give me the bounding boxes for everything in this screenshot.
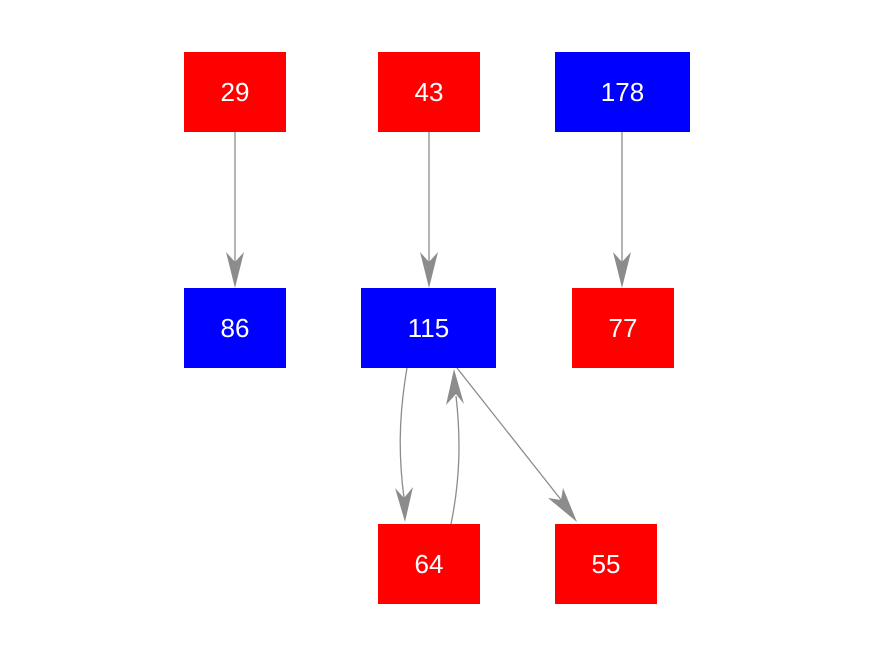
node-64-label: 64: [414, 548, 444, 579]
edge-178-to-77: [613, 132, 631, 288]
node-29: 29: [184, 52, 286, 132]
edge-29-to-86: [226, 132, 244, 288]
node-43: 43: [378, 52, 480, 132]
node-178: 178: [555, 52, 690, 132]
edge-115-to-55: [456, 367, 577, 522]
node-86-label: 86: [220, 312, 250, 343]
node-178-label: 178: [600, 76, 645, 107]
edge-64-to-115: [446, 369, 464, 525]
node-55: 55: [555, 524, 657, 604]
node-77: 77: [572, 288, 674, 368]
edge-115-to-64: [395, 367, 413, 522]
node-55-label: 55: [591, 548, 621, 579]
node-77-label: 77: [608, 312, 638, 343]
node-43-label: 43: [414, 76, 444, 107]
node-86: 86: [184, 288, 286, 368]
node-29-label: 29: [220, 76, 250, 107]
edge-43-to-115: [420, 132, 438, 288]
node-115-label: 115: [407, 312, 450, 343]
node-64: 64: [378, 524, 480, 604]
node-115: 115: [361, 288, 496, 368]
